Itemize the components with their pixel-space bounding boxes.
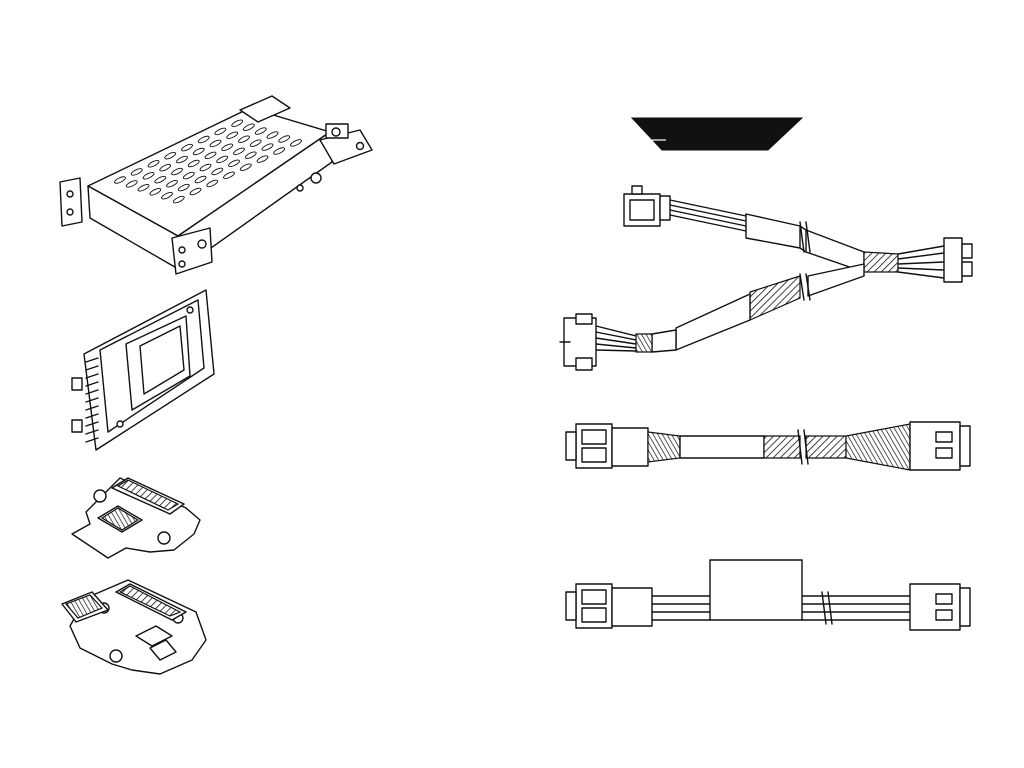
vent-slot	[130, 168, 143, 176]
vent-slot	[223, 171, 235, 180]
vent-slot	[194, 175, 207, 184]
vent-slot	[172, 195, 185, 204]
braided-signal-cable	[565, 421, 971, 471]
vent-slot	[216, 155, 229, 164]
vent-slot	[125, 180, 138, 188]
vent-slot	[273, 147, 286, 155]
ribbon-power-cable	[565, 559, 971, 631]
vent-slot	[266, 131, 279, 139]
vent-slot	[231, 119, 244, 128]
black-label-trapezoid	[630, 117, 804, 151]
vent-slot	[209, 139, 222, 148]
vent-slot	[177, 183, 190, 192]
vent-slot	[192, 147, 205, 156]
vent-slot	[261, 143, 274, 151]
vent-slot	[197, 135, 210, 144]
vent-slot	[164, 151, 177, 160]
vent-slot	[290, 139, 302, 147]
vent-slot	[278, 135, 291, 143]
y-split-power-cable	[559, 185, 973, 371]
m2-adapter-board-a	[71, 477, 201, 559]
m2-drive-cage	[59, 95, 373, 275]
m2-adapter-board-b	[61, 579, 207, 675]
vent-slot	[211, 167, 224, 176]
vent-slot	[137, 184, 150, 192]
vent-slot	[154, 175, 167, 184]
vent-slot	[204, 151, 217, 160]
vent-slot	[249, 139, 262, 147]
vent-slot	[239, 163, 252, 171]
cable-break-marks	[797, 221, 811, 465]
vent-slot	[149, 188, 162, 196]
vent-slot	[233, 147, 245, 156]
vent-slot	[189, 187, 202, 196]
vent-slot	[242, 123, 255, 131]
vent-slot	[187, 159, 200, 168]
vent-slot	[159, 163, 172, 172]
vent-slot	[176, 155, 188, 164]
vent-slot	[238, 135, 250, 143]
vent-slot	[256, 155, 269, 163]
vent-slot	[161, 191, 173, 200]
vent-slot	[182, 171, 195, 180]
vent-slot	[221, 143, 234, 152]
vent-slot	[171, 167, 183, 176]
drive-carrier-tray	[71, 289, 215, 451]
vent-slot	[166, 179, 178, 188]
vent-slot	[199, 163, 212, 172]
vent-slot	[244, 151, 257, 159]
vent-slot	[181, 143, 193, 152]
vent-slot	[228, 159, 240, 168]
vent-slot	[147, 160, 160, 168]
vent-slot	[142, 172, 155, 180]
vent-slot	[226, 131, 239, 140]
vent-slot	[254, 127, 267, 135]
vent-slot	[206, 179, 219, 188]
vent-slot	[114, 176, 126, 184]
vent-slot	[214, 127, 227, 136]
